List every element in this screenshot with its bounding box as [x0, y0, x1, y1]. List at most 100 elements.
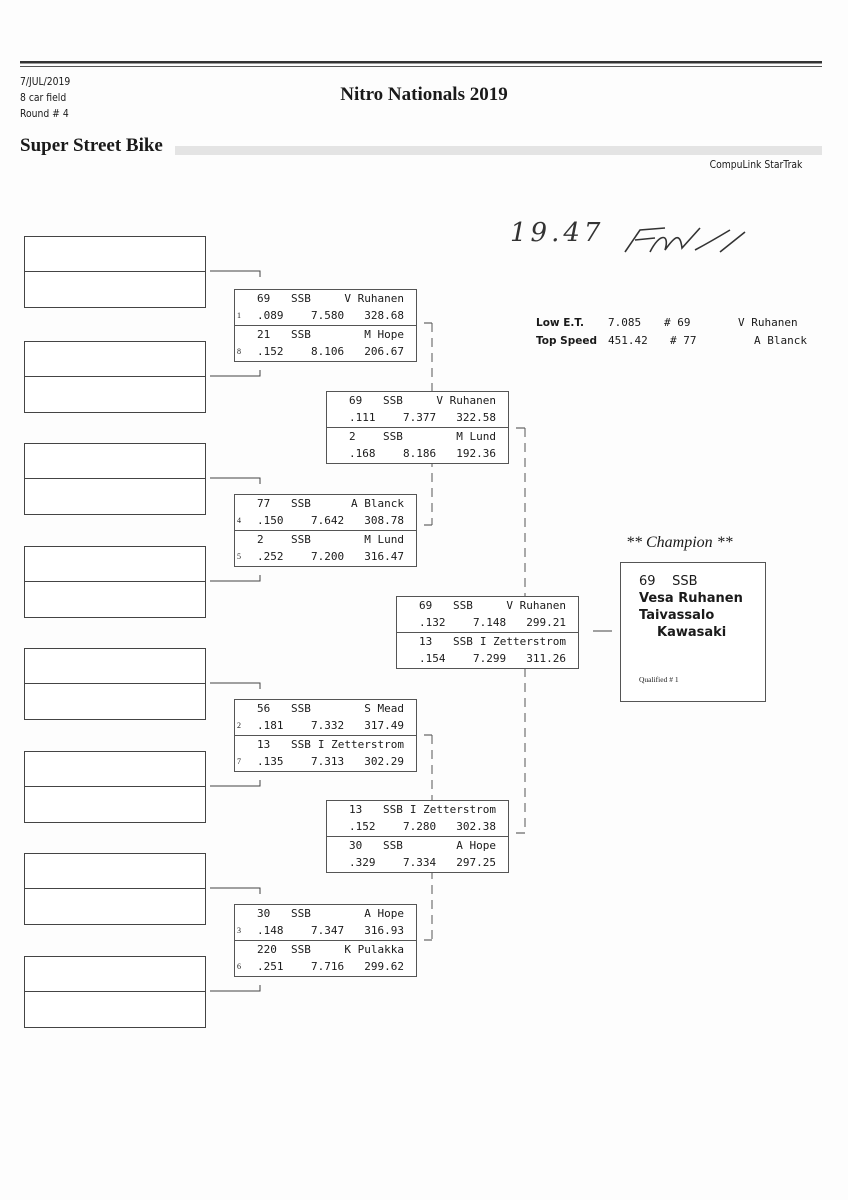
- lane-cls: SSB: [453, 635, 473, 648]
- slot-divider: [25, 444, 205, 479]
- lane-mph: 299.21: [526, 616, 566, 629]
- lane-num: 13: [349, 803, 363, 816]
- lane-rt: .111: [349, 411, 376, 424]
- lane-rt: .154: [419, 652, 446, 665]
- lane-et: 7.580: [311, 309, 345, 322]
- lane-seed: 2: [237, 721, 241, 730]
- empty-bracket-slot: [24, 236, 206, 308]
- lane-seed: 8: [237, 347, 241, 356]
- champion-heading: ** Champion **: [626, 534, 733, 551]
- champion-qualified: Qualified # 1: [639, 675, 679, 684]
- event-title: Nitro Nationals 2019: [340, 84, 508, 105]
- top-speed-value: 451.42: [608, 334, 648, 347]
- lane-num: 69: [419, 599, 433, 612]
- lane-cls: SSB: [453, 599, 473, 612]
- lane-et: 7.347: [311, 924, 345, 937]
- slot-divider: [25, 752, 205, 787]
- round-number: Round # 4: [20, 108, 69, 120]
- lane-rt: .089: [257, 309, 284, 322]
- champion-box: 69 SSB Vesa Ruhanen Taivassalo Kawasaki …: [620, 562, 766, 702]
- lane-mph: 192.36: [456, 447, 496, 460]
- lane-seed: 3: [237, 926, 241, 935]
- lane-seed: 4: [237, 516, 241, 525]
- lane-et: 7.334: [403, 856, 437, 869]
- lane-cls: SSB: [383, 430, 403, 443]
- empty-bracket-slot: [24, 341, 206, 413]
- lane-num: 2: [257, 533, 264, 546]
- lane-name: M Hope: [364, 328, 404, 341]
- lane-name: I Zetterstrom: [409, 803, 496, 816]
- lane-num: 30: [257, 907, 271, 920]
- empty-bracket-slot: [24, 546, 206, 618]
- slot-divider: [25, 649, 205, 684]
- lane-seed: 1: [237, 311, 241, 320]
- lane-cls: SSB: [291, 497, 311, 510]
- empty-bracket-slot: [24, 648, 206, 720]
- lane-num: 56: [257, 702, 271, 715]
- lane-et: 7.313: [311, 755, 345, 768]
- low-et-value: 7.085: [608, 316, 642, 329]
- lane-num: 220: [257, 943, 277, 956]
- lane-rt: .152: [257, 345, 284, 358]
- lane-name: A Hope: [364, 907, 404, 920]
- lane-name: A Blanck: [351, 497, 404, 510]
- lane-name: V Ruhanen: [506, 599, 566, 612]
- lane-cls: SSB: [291, 702, 311, 715]
- low-et-label: Low E.T.: [536, 317, 584, 329]
- lane-mph: 316.47: [364, 550, 404, 563]
- lane-mph: 206.67: [364, 345, 404, 358]
- lane-rt: .251: [257, 960, 284, 973]
- lane-name: I Zetterstrom: [479, 635, 566, 648]
- lane-name: I Zetterstrom: [317, 738, 404, 751]
- top-speed-car: # 77: [670, 334, 697, 347]
- field-size: 8 car field: [20, 92, 67, 104]
- lane-name: M Lund: [364, 533, 404, 546]
- top-speed-label: Top Speed: [536, 335, 597, 347]
- lane-rt: .329: [349, 856, 376, 869]
- lane-cls: SSB: [291, 292, 311, 305]
- lane-name: V Ruhanen: [344, 292, 404, 305]
- dotted-bar: [175, 146, 822, 155]
- lane-et: 7.332: [311, 719, 345, 732]
- lane-cls: SSB: [291, 328, 311, 341]
- lane-rt: .168: [349, 447, 376, 460]
- lane-cls: SSB: [383, 803, 403, 816]
- lane-et: 7.299: [473, 652, 507, 665]
- lane-et: 7.716: [311, 960, 345, 973]
- handwritten-note: 19.47: [510, 218, 605, 248]
- lane-name: A Hope: [456, 839, 496, 852]
- lane-cls: SSB: [383, 394, 403, 407]
- lane-mph: 316.93: [364, 924, 404, 937]
- lane-num: 13: [257, 738, 271, 751]
- lane-mph: 302.38: [456, 820, 496, 833]
- lane-mph: 328.68: [364, 309, 404, 322]
- lane-num: 69: [349, 394, 363, 407]
- lane-mph: 308.78: [364, 514, 404, 527]
- lane-num: 30: [349, 839, 363, 852]
- header-info: 7/JUL/2019 8 car field Round # 4: [20, 74, 70, 122]
- empty-bracket-slot: [24, 853, 206, 925]
- lane-mph: 299.62: [364, 960, 404, 973]
- lane-et: 7.200: [311, 550, 345, 563]
- lane-name: V Ruhanen: [436, 394, 496, 407]
- lane-mph: 302.29: [364, 755, 404, 768]
